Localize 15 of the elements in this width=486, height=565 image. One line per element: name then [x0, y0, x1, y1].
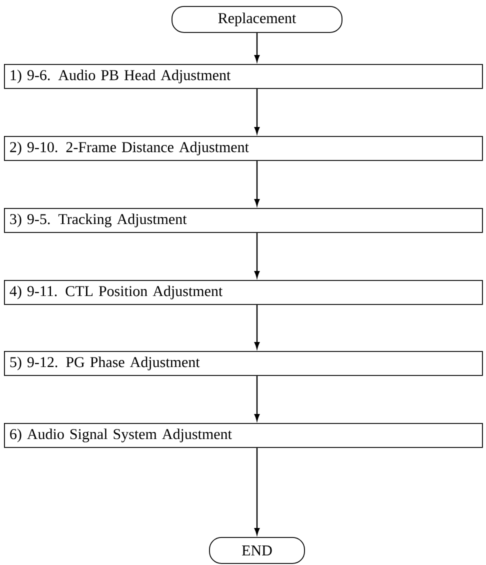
arrow — [254, 376, 260, 421]
process-box: 6) Audio Signal System Adjustment — [4, 423, 483, 448]
arrow — [254, 448, 260, 535]
arrow — [254, 32, 260, 62]
arrow — [254, 88, 260, 134]
arrow — [254, 232, 260, 278]
process-box: 4) 9-11. CTL Position Adjustment — [4, 280, 483, 305]
arrow — [254, 304, 260, 349]
terminal-box: Replacement — [172, 6, 342, 33]
arrow — [254, 160, 260, 206]
terminal-box: END — [209, 537, 305, 564]
process-box: 2) 9-10. 2-Frame Distance Adjustment — [4, 136, 483, 161]
process-box: 1) 9-6. Audio PB Head Adjustment — [4, 64, 483, 89]
process-box: 5) 9-12. PG Phase Adjustment — [4, 351, 483, 376]
process-box: 3) 9-5. Tracking Adjustment — [4, 208, 483, 233]
